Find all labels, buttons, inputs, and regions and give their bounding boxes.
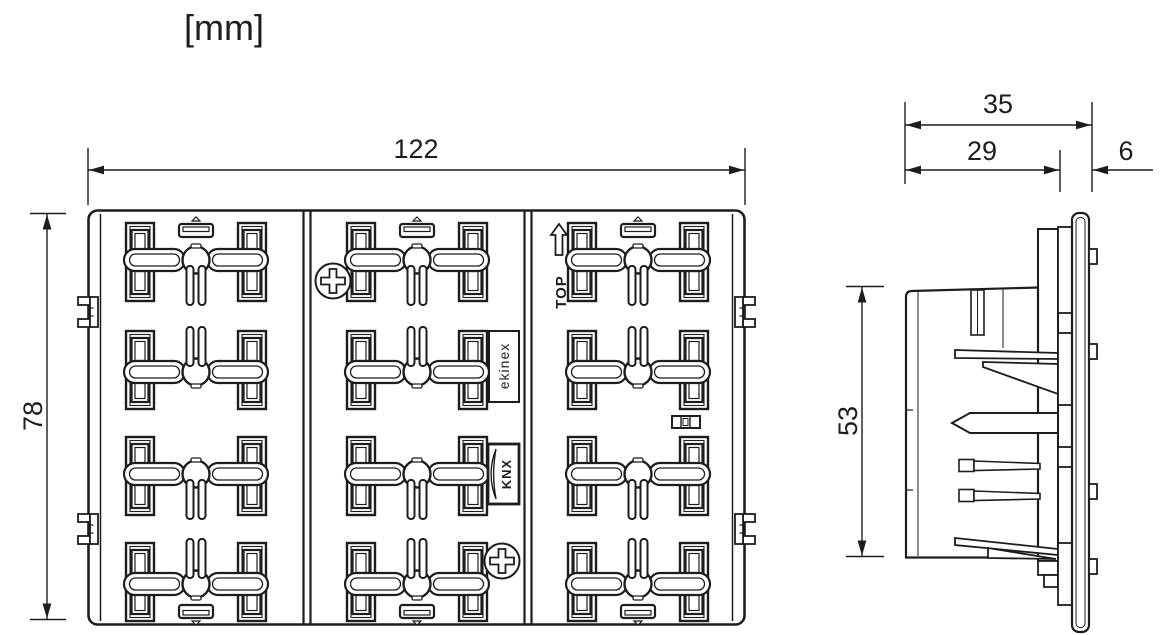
side-view <box>904 211 1098 634</box>
up-arrow-icon <box>549 222 569 256</box>
module-dividers <box>302 211 533 624</box>
front-width-value: 122 <box>393 134 438 164</box>
side-front-plate <box>1057 211 1098 634</box>
phillips-screw-icon <box>314 262 352 300</box>
top-label: TOP <box>553 275 570 309</box>
ekinex-logo: ekinex <box>488 330 520 403</box>
front-view: TOP ekinex KNX <box>77 209 756 627</box>
dimension-frame-depth-6: 6 <box>1092 136 1153 175</box>
front-height-value: 78 <box>18 401 48 431</box>
dimension-width-122: 122 <box>87 134 746 205</box>
latch-arrow-icon <box>949 412 1059 434</box>
knx-swoosh-icon <box>490 448 497 500</box>
side-frame-depth-value: 6 <box>1118 136 1133 166</box>
phillips-screw-icon <box>483 542 521 580</box>
ekinex-label: ekinex <box>496 343 512 389</box>
programming-switch <box>671 415 701 429</box>
dimension-height-78: 78 <box>18 212 66 621</box>
dimension-recessed-depth-29: 29 <box>905 136 1061 192</box>
dimension-total-depth-35: 35 <box>904 89 1093 192</box>
top-orientation-marking: TOP <box>549 222 570 309</box>
units-label: [mm] <box>184 7 264 48</box>
side-box-body <box>904 228 1059 588</box>
side-recessed-depth-value: 29 <box>967 136 997 166</box>
knx-label: KNX <box>499 459 514 489</box>
side-total-depth-value: 35 <box>983 89 1013 119</box>
dimension-height-53: 53 <box>833 285 884 558</box>
knx-logo: KNX <box>486 442 521 506</box>
side-height-value: 53 <box>833 406 863 436</box>
